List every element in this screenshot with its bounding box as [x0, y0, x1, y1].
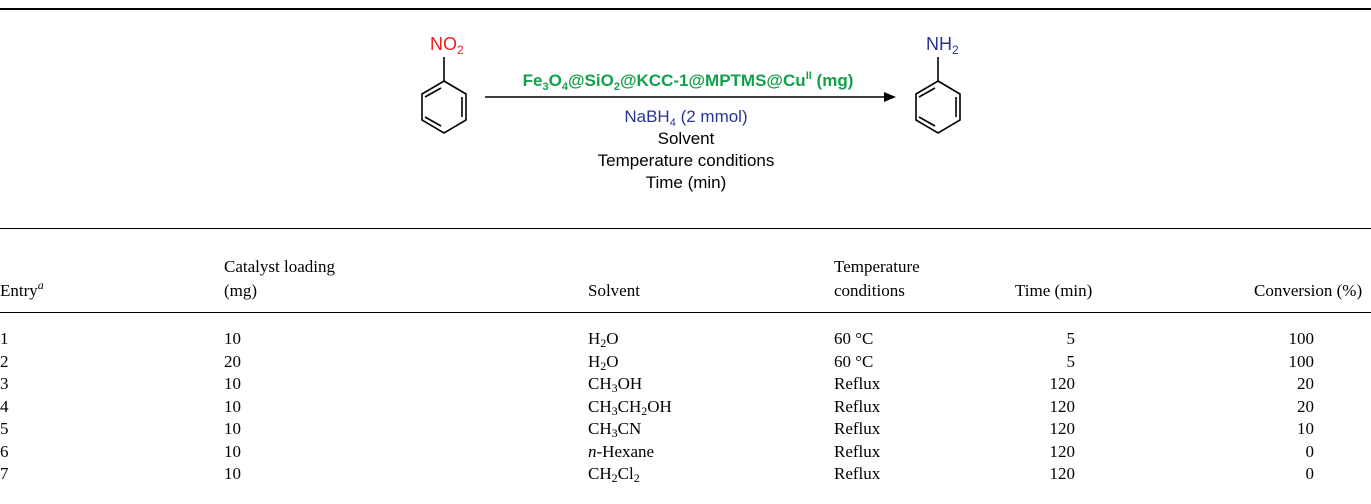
solvent-cell: n-Hexane	[588, 441, 655, 461]
catalyst-loading-cell: 10	[224, 329, 241, 348]
time-cell: 120	[1049, 441, 1076, 461]
catalyst-loading-cell: 10	[224, 396, 241, 416]
catalyst-loading-cell: 20	[224, 351, 241, 371]
header-entry: Entrya	[0, 278, 44, 300]
temperature-cell: Reflux	[834, 441, 881, 461]
temperature-cell: Reflux	[834, 464, 881, 483]
solvent-cell: CH3CN	[588, 419, 642, 440]
reaction-scheme: NO2 Fe3O4@SiO2@KCC-1@MPTMS@CuII (mg) NaB…	[421, 34, 961, 192]
time-cell: 120	[1049, 374, 1076, 393]
conversion-cell: 0	[1305, 441, 1315, 461]
temperature-cell: Reflux	[834, 419, 881, 438]
entry-cell: 6	[0, 441, 9, 461]
header-time: Time (min)	[1015, 281, 1093, 300]
entry-cell: 3	[0, 374, 9, 393]
nitro-group-label: NO2	[430, 34, 464, 57]
temperature-cell: Reflux	[834, 374, 881, 393]
catalyst-loading-cell: 10	[224, 419, 241, 438]
entry-cell: 7	[0, 464, 9, 483]
conversion-cell: 100	[1288, 351, 1315, 371]
header-bottom-rule	[0, 312, 1371, 313]
condition-temperature: Temperature conditions	[598, 151, 775, 170]
entry-cell: 2	[0, 351, 9, 371]
time-cell: 5	[1066, 351, 1076, 371]
conversion-cell: 0	[1305, 464, 1315, 483]
catalyst-loading-cell: 10	[224, 441, 241, 461]
conversion-cell: 20	[1297, 374, 1314, 393]
conversion-cell: 10	[1297, 419, 1314, 438]
top-rule	[0, 8, 1371, 10]
header-conversion: Conversion (%)	[1254, 281, 1363, 300]
header-catalyst-loading: Catalyst loading(mg)	[224, 257, 335, 300]
conversion-cell: 20	[1297, 396, 1314, 416]
nitrobenzene-structure	[421, 57, 467, 134]
solvent-cell: H2O	[588, 351, 619, 373]
entry-cell: 4	[0, 396, 9, 416]
catalyst-loading-cell: 10	[224, 464, 241, 483]
reagent-label: NaBH4 (2 mmol)	[624, 107, 747, 129]
table-top-rule	[0, 228, 1371, 229]
time-cell: 5	[1066, 329, 1076, 348]
conversion-cell: 100	[1288, 329, 1315, 348]
solvent-cell: CH2Cl2	[588, 464, 640, 485]
aniline-structure	[915, 57, 961, 134]
entry-cell: 1	[0, 329, 9, 348]
temperature-cell: Reflux	[834, 396, 881, 416]
reaction-arrow	[485, 92, 896, 102]
header-solvent: Solvent	[588, 281, 640, 300]
catalyst-loading-cell: 10	[224, 374, 241, 393]
solvent-cell: H2O	[588, 329, 619, 350]
condition-time: Time (min)	[646, 173, 727, 192]
temperature-cell: 60 °C	[834, 329, 874, 348]
time-cell: 120	[1049, 464, 1076, 483]
catalyst-label: Fe3O4@SiO2@KCC-1@MPTMS@CuII (mg)	[523, 70, 854, 93]
solvent-cell: CH3CH2OH	[588, 396, 672, 418]
temperature-cell: 60 °C	[834, 351, 874, 371]
solvent-cell: CH3OH	[588, 374, 643, 395]
condition-solvent: Solvent	[658, 129, 715, 148]
time-cell: 120	[1049, 419, 1076, 438]
time-cell: 120	[1049, 396, 1076, 416]
entry-cell: 5	[0, 419, 9, 438]
amine-group-label: NH2	[926, 34, 959, 57]
